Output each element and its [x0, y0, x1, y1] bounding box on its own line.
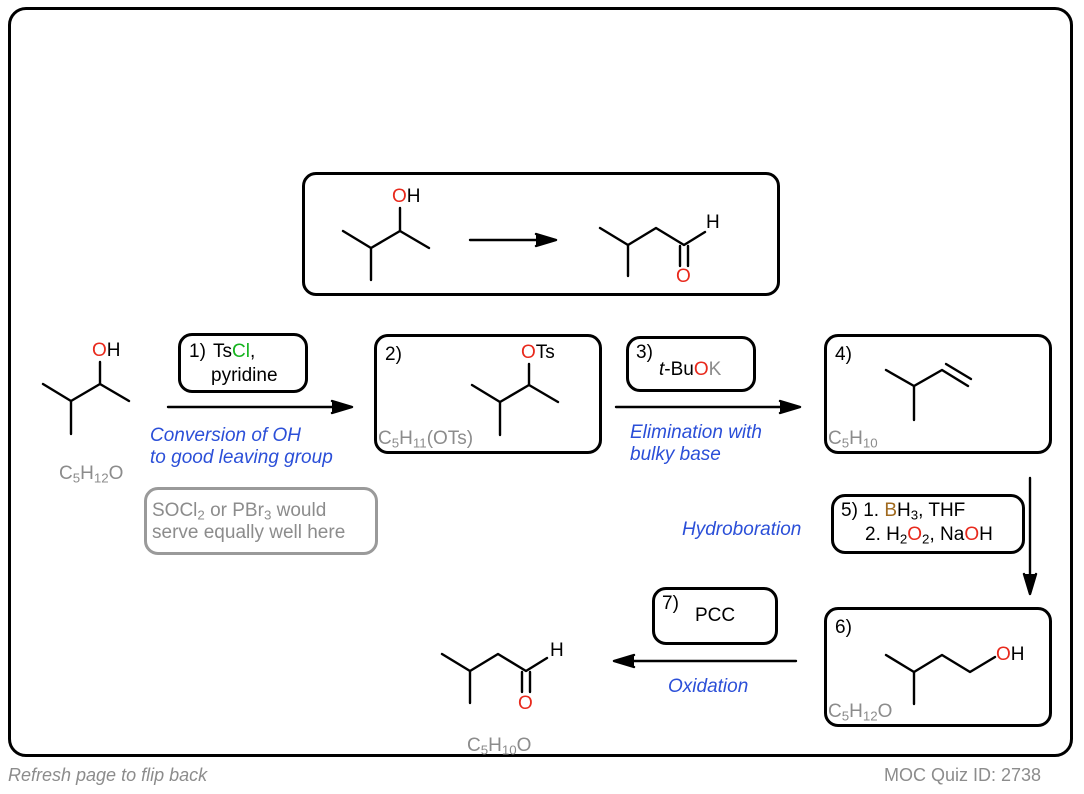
step2-ots: OTs — [521, 342, 555, 363]
step1-reagent-box[interactable] — [178, 333, 308, 393]
step5-reagent-line2: 2. H2O2, NaOH — [865, 524, 993, 547]
reactant-oh: OH — [92, 340, 121, 361]
step7-reagent: PCC — [695, 605, 736, 626]
alternative-reagents-text: SOCl2 or PBr3 would serve equally well h… — [152, 500, 346, 543]
step3-number: 3) — [636, 342, 653, 363]
step4-formula: C5H10 — [828, 428, 878, 451]
step5-reagent-box[interactable] — [831, 494, 1025, 554]
step6-box[interactable] — [824, 607, 1052, 727]
step4-box[interactable] — [824, 334, 1052, 454]
step6-number: 6) — [835, 617, 852, 638]
step7-reagent-box[interactable] — [652, 587, 778, 645]
alternative-reagents-note — [144, 487, 378, 555]
final-product-o: O — [518, 693, 533, 714]
step5-note: Hydroboration — [682, 519, 802, 540]
step1-reagent-line2: pyridine — [211, 365, 278, 386]
flip-back-link[interactable]: Refresh page to flip back — [8, 765, 208, 785]
step3-reagent: t-BuOK — [659, 359, 722, 380]
step1-reagent-line1: TsCl, — [213, 341, 256, 362]
step2-number: 2) — [385, 344, 402, 365]
quiz-id-label: MOC Quiz ID: 2738 — [884, 765, 1042, 785]
final-product-h: H — [550, 640, 564, 661]
step1-number: 1) — [189, 341, 206, 362]
step7-number: 7) — [662, 593, 679, 614]
question-start-oh: OH — [392, 186, 421, 207]
reactant-formula: C5H12O — [59, 463, 124, 486]
step6-oh: OH — [996, 644, 1025, 665]
question-product-o: O — [676, 266, 691, 287]
step3-reagent-box[interactable] — [626, 336, 756, 392]
step4-number: 4) — [835, 344, 852, 365]
step6-formula: C5H12O — [828, 701, 893, 724]
step5-reagent-line1: 5) 1. BH3, THF — [841, 500, 966, 523]
question-product-h: H — [706, 212, 720, 233]
step7-note: Oxidation — [668, 676, 749, 697]
step2-formula: C5H11(OTs) — [378, 428, 474, 451]
final-product-formula: C5H10O — [467, 735, 532, 758]
